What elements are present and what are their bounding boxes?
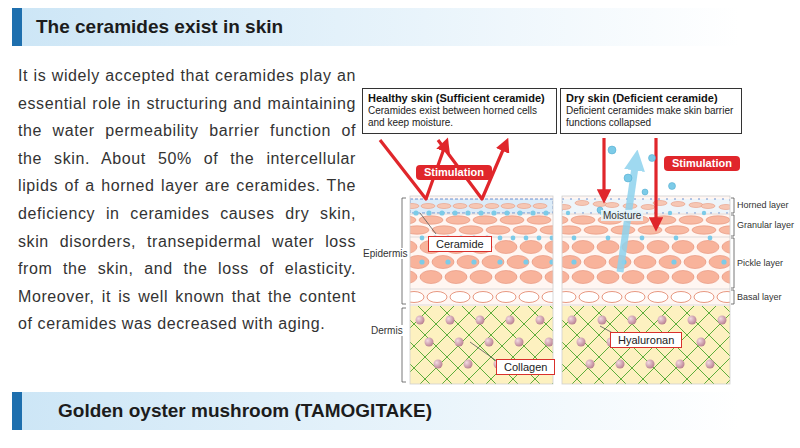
panel-heading-box: Dry skin (Deficient ceramide)Deficient c…	[560, 88, 742, 134]
moisture-label: Moisture	[601, 210, 643, 221]
callout-box: Ceramide	[428, 236, 492, 252]
panel-frame	[562, 196, 730, 384]
callout-box: Hyaluronan	[610, 332, 682, 348]
layer-label: Basal layer	[737, 292, 782, 302]
layer-label: Granular layer	[737, 220, 794, 230]
node-text: Ceramide	[436, 238, 484, 250]
panel-heading-box: Healthy skin (Sufficient ceramide)Cerami…	[362, 88, 557, 134]
node-text: Collagen	[504, 361, 547, 373]
node-text: Deficient ceramides make skin barrier fu…	[566, 105, 736, 129]
leader-lines	[420, 213, 620, 362]
node-text: Stimulation	[424, 166, 484, 178]
dermis-bracket	[402, 308, 406, 382]
layer-label: Pickle layer	[737, 258, 783, 268]
node-text: Hyaluronan	[618, 334, 674, 346]
stimulation-tag: Stimulation	[664, 156, 740, 171]
stimulation-arrows	[380, 140, 506, 199]
node-text: Golden oyster mushroom (TAMOGITAKE)	[58, 400, 740, 422]
node-text: Stimulation	[672, 157, 732, 169]
node-text: Dry skin (Deficient ceramide)	[566, 92, 736, 105]
body-paragraph: It is widely accepted that ceramides pla…	[18, 62, 356, 338]
title-band: The ceramides exist in skin	[0, 8, 740, 46]
moisture-drops	[597, 146, 676, 213]
layer-brackets	[731, 198, 734, 304]
layer-label: Horned layer	[737, 200, 789, 210]
callout-box: Collagen	[496, 359, 555, 375]
panel-frame	[410, 196, 553, 384]
dry-skin-panel	[562, 196, 730, 384]
healthy-skin-panel	[410, 196, 553, 384]
stimulation-tag: Stimulation	[416, 165, 492, 180]
region-label: Epidermis	[362, 248, 408, 259]
node-text: Healthy skin (Sufficient ceramide)	[368, 92, 551, 105]
region-label: Dermis	[370, 325, 404, 336]
section-band: Golden oyster mushroom (TAMOGITAKE)	[0, 392, 740, 430]
node-text: Ceramides exist between horned cells and…	[368, 105, 551, 129]
